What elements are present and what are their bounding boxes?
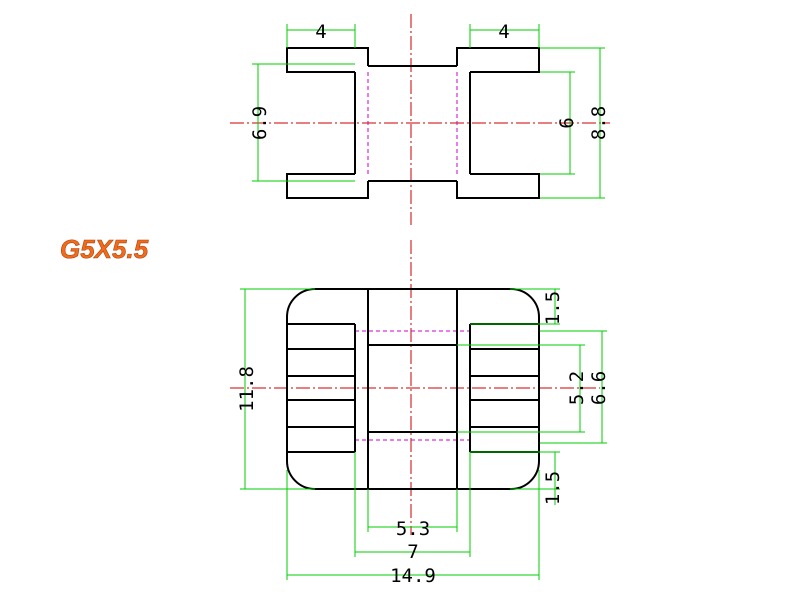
- top-view-hidden-lines: [367, 72, 458, 174]
- dim-inner-height: 6.9: [249, 106, 271, 140]
- part-title: G5X5.5: [60, 234, 149, 264]
- dim-total-height-top: 8.8: [588, 106, 610, 140]
- dim-window-inner: 5.2: [566, 371, 588, 405]
- dim-slot-width: 7: [407, 541, 418, 563]
- dim-flange-width-right: 4: [498, 21, 509, 43]
- dim-total-width: 14.9: [390, 565, 436, 587]
- bottom-view-hidden-lines: [355, 330, 470, 441]
- dim-flange-width-left: 4: [315, 21, 326, 43]
- top-view: 4 4 6.9 6 8.8: [230, 14, 610, 225]
- dim-bottom-margin: 1.5: [542, 471, 564, 505]
- dim-top-margin: 1.5: [542, 291, 564, 325]
- top-view-centerlines: [230, 14, 610, 225]
- dim-total-height-bottom: 11.8: [236, 366, 258, 412]
- dim-window-outer: 6.6: [588, 371, 610, 405]
- top-view-dimension-lines: [252, 24, 605, 199]
- top-view-outline: [286, 47, 540, 199]
- dim-center-width: 5.3: [396, 518, 430, 540]
- bottom-view-dimension-lines: [240, 288, 607, 580]
- bottom-view-outline: [286, 288, 540, 490]
- dim-core-height: 6: [556, 117, 578, 128]
- bottom-view: 11.8 1.5 5.2 6.6 1.5 5.3 7 14.9: [230, 240, 610, 587]
